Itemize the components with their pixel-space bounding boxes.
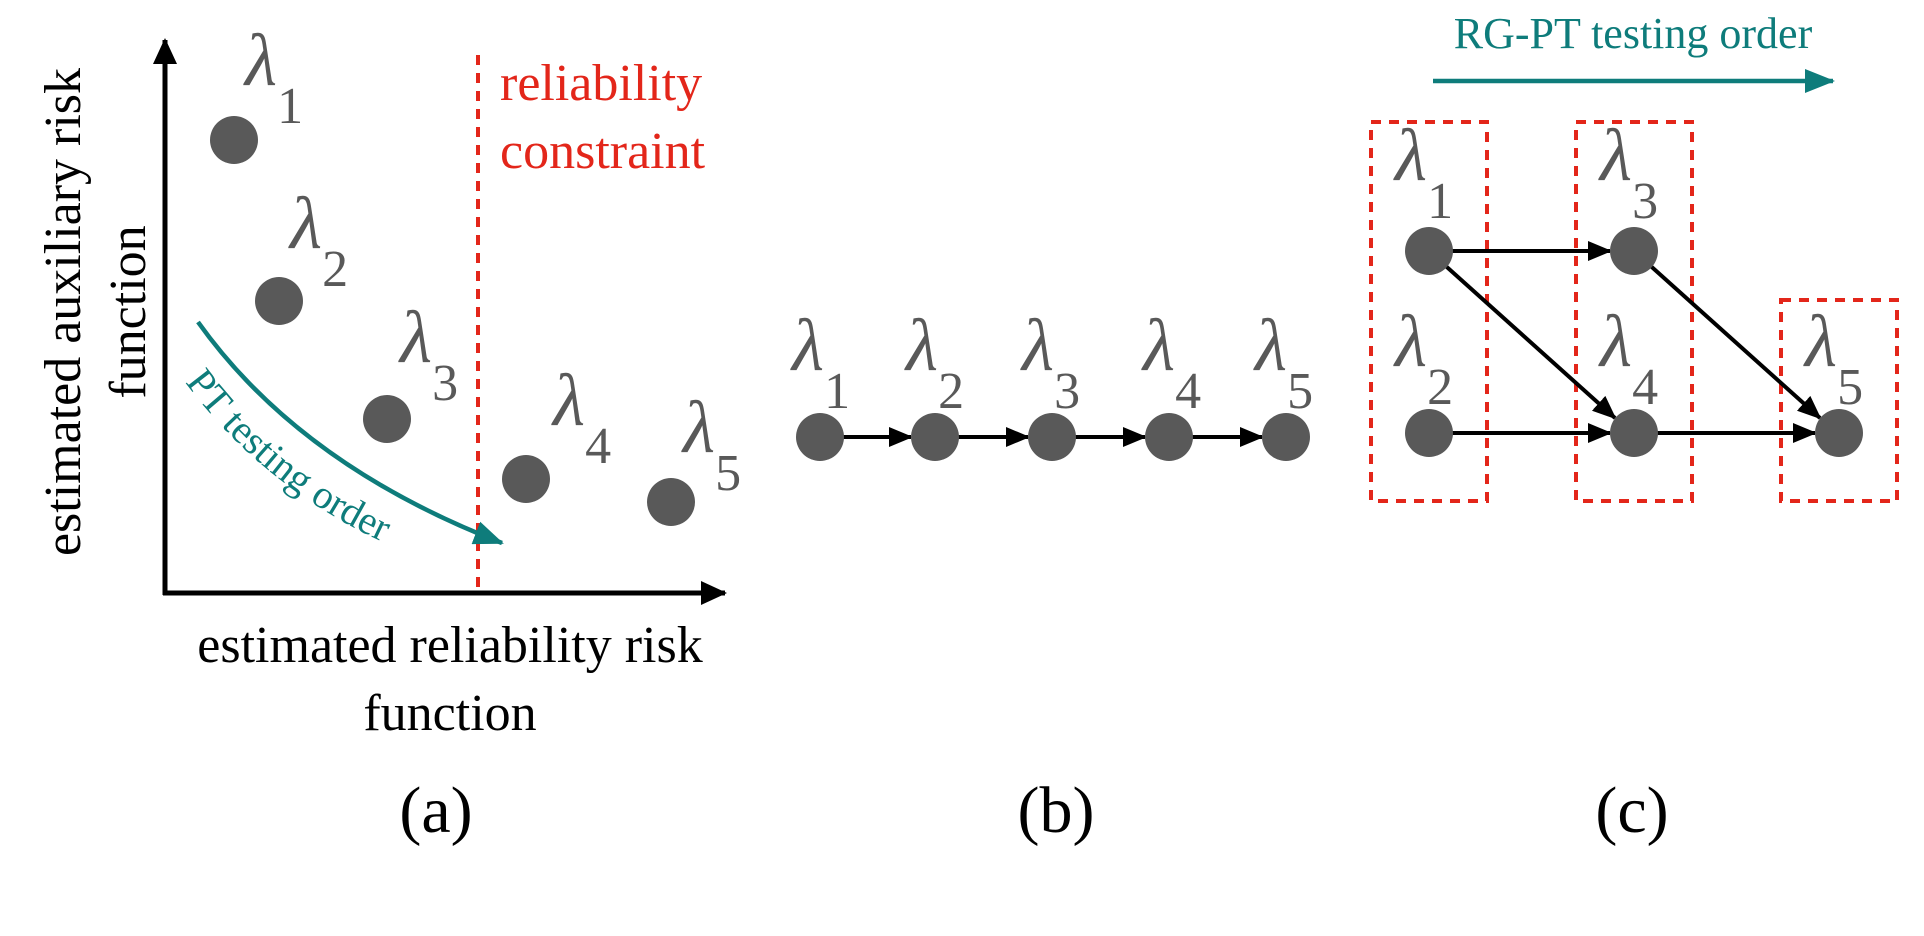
node-lambda-3: [363, 395, 411, 443]
label-c-lambda-4: λ4: [1598, 301, 1658, 416]
group-box-2: [1574, 120, 1694, 503]
label-c-lambda-1: λ1: [1393, 115, 1453, 230]
caption-a: (a): [399, 774, 472, 847]
label-lambda-5: λ5: [681, 387, 741, 502]
x-axis-label-line2: function: [363, 685, 536, 742]
node-b-lambda-5: [1262, 413, 1310, 461]
label-b-lambda-1: λ1: [790, 305, 850, 420]
edge-c-1-4: [1427, 249, 1617, 420]
node-lambda-2: [255, 277, 303, 325]
group-box-3: [1779, 298, 1899, 503]
label-b-lambda-2: λ2: [904, 305, 964, 420]
label-b-lambda-5: λ5: [1253, 305, 1313, 420]
node-c-lambda-3: [1610, 227, 1658, 275]
label-c-lambda-2: λ2: [1393, 301, 1453, 416]
node-b-lambda-4: [1145, 413, 1193, 461]
label-lambda-3: λ3: [398, 297, 458, 412]
label-b-lambda-3: λ3: [1020, 305, 1080, 420]
node-c-lambda-4: [1610, 409, 1658, 457]
y-axis-label-line2: function: [100, 225, 157, 398]
label-c-lambda-3: λ3: [1598, 115, 1658, 230]
caption-b: (b): [1018, 774, 1095, 847]
node-b-lambda-3: [1028, 413, 1076, 461]
rg-pt-testing-order-label: RG-PT testing order: [1454, 9, 1813, 58]
node-c-lambda-1: [1405, 227, 1453, 275]
reliability-constraint-label-line2: constraint: [500, 123, 706, 180]
node-c-lambda-2: [1405, 409, 1453, 457]
label-lambda-2: λ2: [288, 183, 348, 298]
label-b-lambda-4: λ4: [1141, 305, 1201, 420]
x-axis-label-line1: estimated reliability risk: [197, 617, 702, 674]
label-c-lambda-5: λ5: [1803, 301, 1863, 416]
group-box-1: [1369, 120, 1489, 503]
node-c-lambda-5: [1815, 409, 1863, 457]
node-b-lambda-2: [911, 413, 959, 461]
node-lambda-1: [210, 116, 258, 164]
panel-b: λ1 λ2 λ3 λ4 λ5 (b): [790, 305, 1313, 847]
pt-testing-order-arrow: [196, 320, 504, 546]
edge-c-3-5: [1632, 249, 1822, 420]
node-lambda-5: [647, 478, 695, 526]
label-lambda-1: λ1: [243, 20, 303, 135]
panel-c: RG-PT testing order λ1 λ2 λ3 λ4 λ5 (c): [1369, 9, 1899, 847]
label-lambda-4: λ4: [551, 360, 611, 475]
reliability-constraint-label-line1: reliability: [500, 55, 702, 112]
caption-c: (c): [1595, 774, 1668, 847]
node-b-lambda-1: [796, 413, 844, 461]
node-lambda-4: [502, 455, 550, 503]
pt-testing-order-label: PT testing order: [178, 360, 398, 550]
panel-a: estimated auxiliary risk function estima…: [35, 20, 741, 847]
y-axis-label-line1: estimated auxiliary risk: [35, 68, 92, 556]
